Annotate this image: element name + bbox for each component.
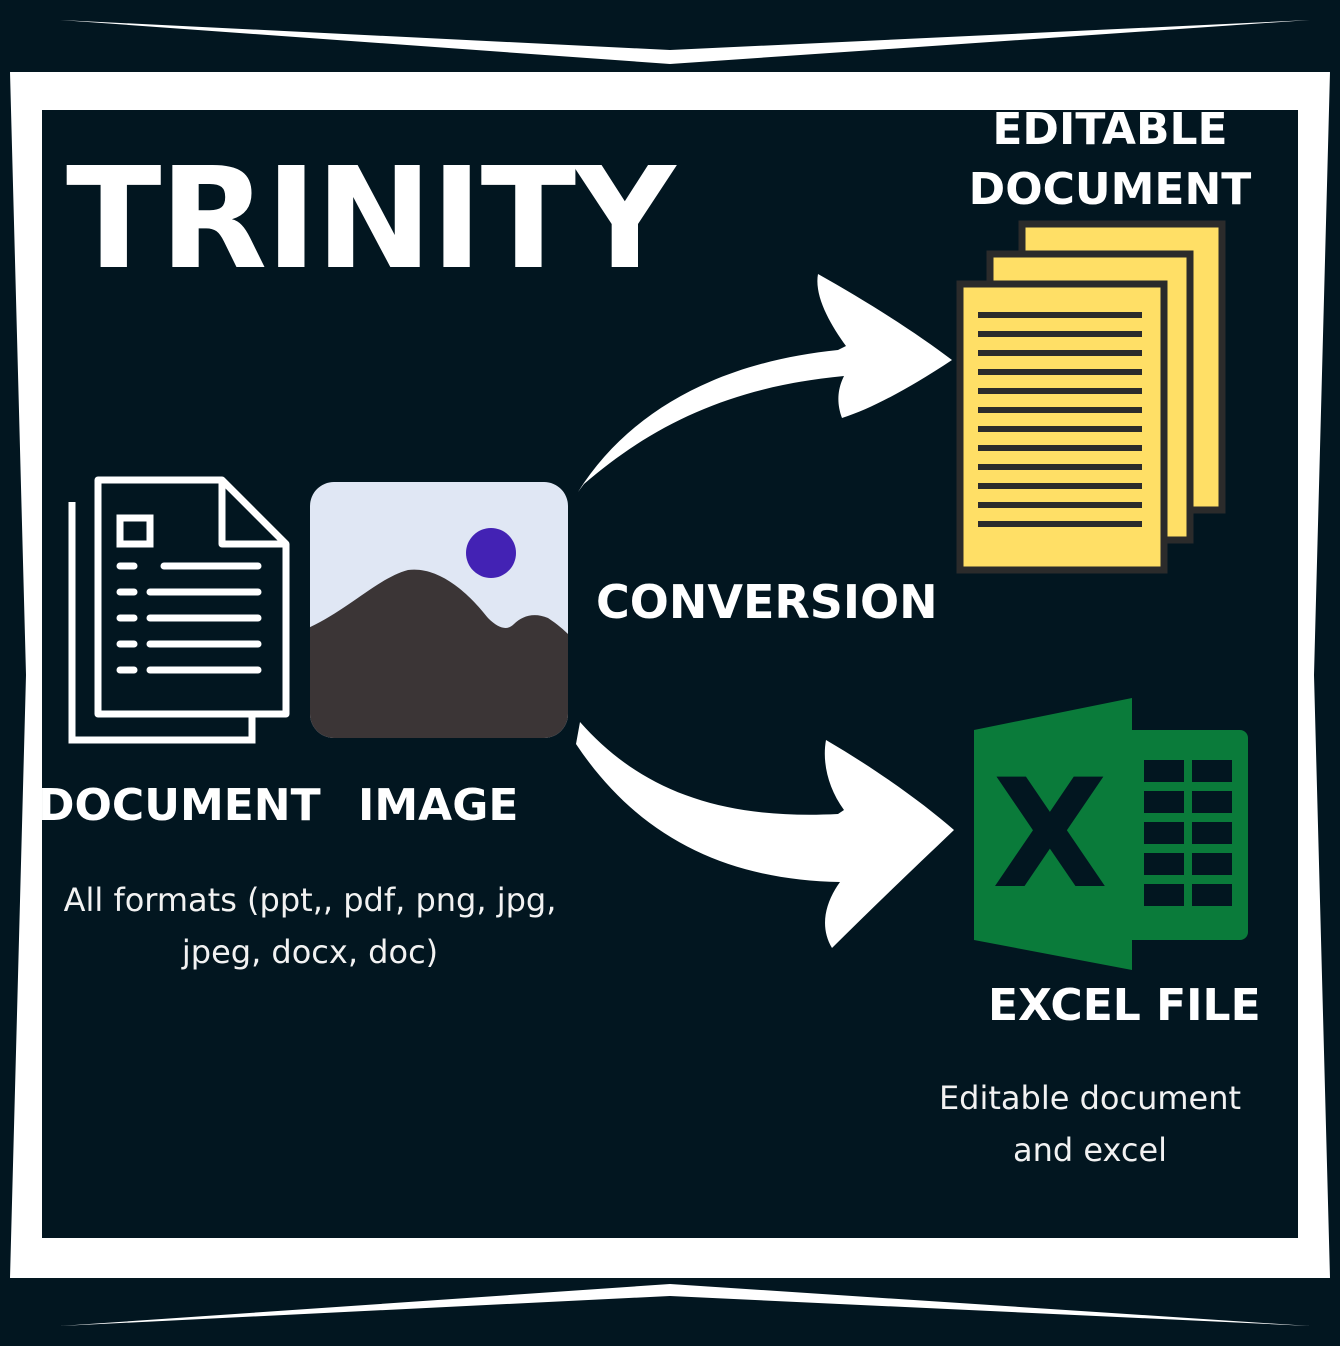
excel-file-label: EXCEL FILE xyxy=(988,980,1261,1031)
output-description: Editable document and excel xyxy=(900,1072,1280,1176)
editable-documents-icon xyxy=(956,220,1226,574)
excel-icon: X xyxy=(974,698,1248,970)
excel-x-letter: X xyxy=(992,748,1108,922)
document-icon xyxy=(68,476,290,744)
title: TRINITY xyxy=(66,138,676,301)
document-label: DOCUMENT xyxy=(38,780,321,831)
description-line: Editable document xyxy=(938,1079,1242,1117)
editable-document-label: EDITABLE DOCUMENT xyxy=(960,100,1260,220)
editable-label-line: DOCUMENT xyxy=(968,164,1252,215)
arrow-icon xyxy=(576,722,954,948)
description-line: All formats (ppt,, pdf, png, jpg, xyxy=(63,881,557,919)
input-formats-description: All formats (ppt,, pdf, png, jpg, jpeg, … xyxy=(40,874,580,978)
conversion-label: CONVERSION xyxy=(596,575,938,629)
arrow-icon xyxy=(578,274,952,492)
image-icon xyxy=(310,482,568,738)
description-line: and excel xyxy=(1012,1131,1168,1169)
description-line: jpeg, docx, doc) xyxy=(181,933,439,971)
editable-label-line: EDITABLE xyxy=(992,104,1228,155)
image-label: IMAGE xyxy=(358,780,519,831)
